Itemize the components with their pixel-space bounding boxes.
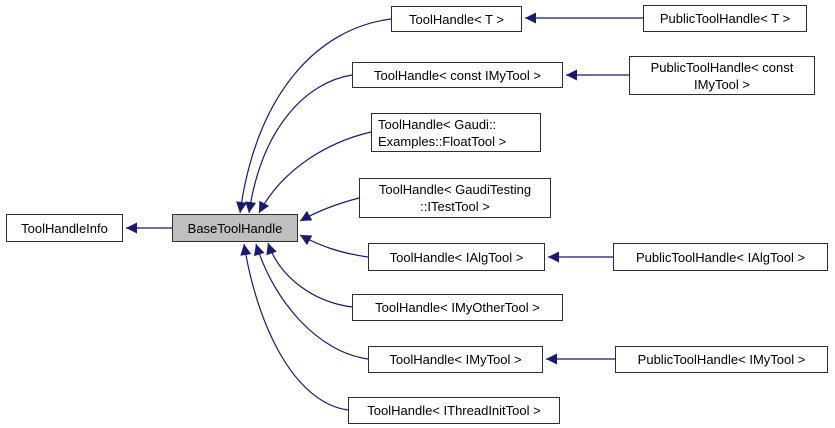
- node-label-line2: IMyTool >: [694, 76, 750, 92]
- edge-toolhandle-itesttool-to-base: [299, 197, 360, 222]
- node-label-line1: PublicToolHandle< const: [650, 59, 794, 75]
- node-toolhandle-imyothertool[interactable]: ToolHandle< IMyOtherTool >: [352, 294, 563, 321]
- node-toolhandle-const-imytool[interactable]: ToolHandle< const IMyTool >: [352, 62, 563, 88]
- edge-toolhandle-imyothertool-to-base: [266, 242, 353, 308]
- node-label: ToolHandle< IAlgTool >: [389, 249, 524, 265]
- node-toolhandle-imytool[interactable]: ToolHandle< IMyTool >: [368, 346, 543, 373]
- node-label-line2: ::ITestTool >: [420, 199, 490, 214]
- node-label: PublicToolHandle< T >: [659, 11, 791, 26]
- node-label: ToolHandle< T >: [409, 11, 504, 27]
- edge-toolhandle-const-imytool-to-base: [245, 74, 353, 214]
- node-toolhandle-gaudi-examples-floattool[interactable]: ToolHandle< Gaudi:: Examples::FloatTool …: [371, 113, 541, 152]
- node-label: ToolHandle< IMyTool >: [389, 352, 522, 367]
- node-label: ToolHandle< IThreadInitTool >: [367, 403, 541, 418]
- node-toolhandle-ithreadinittool[interactable]: ToolHandle< IThreadInitTool >: [348, 397, 560, 424]
- node-label: ToolHandle< IMyOtherTool >: [375, 300, 540, 315]
- node-label: BaseToolHandle: [187, 220, 283, 236]
- node-label: PublicToolHandle< IMyTool >: [637, 352, 806, 367]
- node-toolhandle-ialgtool[interactable]: ToolHandle< IAlgTool >: [368, 243, 545, 271]
- node-publictoolhandle-t[interactable]: PublicToolHandle< T >: [643, 5, 807, 32]
- edge-toolhandle-ialgtool-to-base: [299, 234, 369, 258]
- node-publictoolhandle-const-imytool[interactable]: PublicToolHandle< const IMyTool >: [629, 56, 815, 95]
- node-label: ToolHandle< const IMyTool >: [374, 67, 541, 83]
- node-toolhandleinfo[interactable]: ToolHandleInfo: [6, 214, 123, 242]
- node-label: PublicToolHandle< IAlgTool >: [635, 249, 806, 265]
- node-label-line1: ToolHandle< GaudiTesting: [378, 182, 532, 197]
- edge-toolhandle-t-to-base: [236, 18, 392, 214]
- node-label-line2: Examples::FloatTool >: [378, 133, 507, 149]
- node-toolhandle-t[interactable]: ToolHandle< T >: [391, 6, 522, 32]
- node-publictoolhandle-ialgtool[interactable]: PublicToolHandle< IAlgTool >: [613, 243, 828, 271]
- node-toolhandle-gauditesting-itesttool[interactable]: ToolHandle< GaudiTesting ::ITestTool >: [359, 178, 551, 218]
- node-publictoolhandle-imytool[interactable]: PublicToolHandle< IMyTool >: [615, 346, 828, 373]
- node-label: ToolHandleInfo: [21, 220, 108, 236]
- edge-toolhandle-floattool-to-base: [258, 131, 372, 214]
- edge-toolhandle-imytool-to-base: [254, 243, 369, 360]
- node-basetoolhandle: BaseToolHandle: [172, 214, 298, 242]
- edge-toolhandle-ithreadinittool-to-base: [240, 243, 349, 411]
- node-label-line1: ToolHandle< Gaudi::: [378, 116, 497, 132]
